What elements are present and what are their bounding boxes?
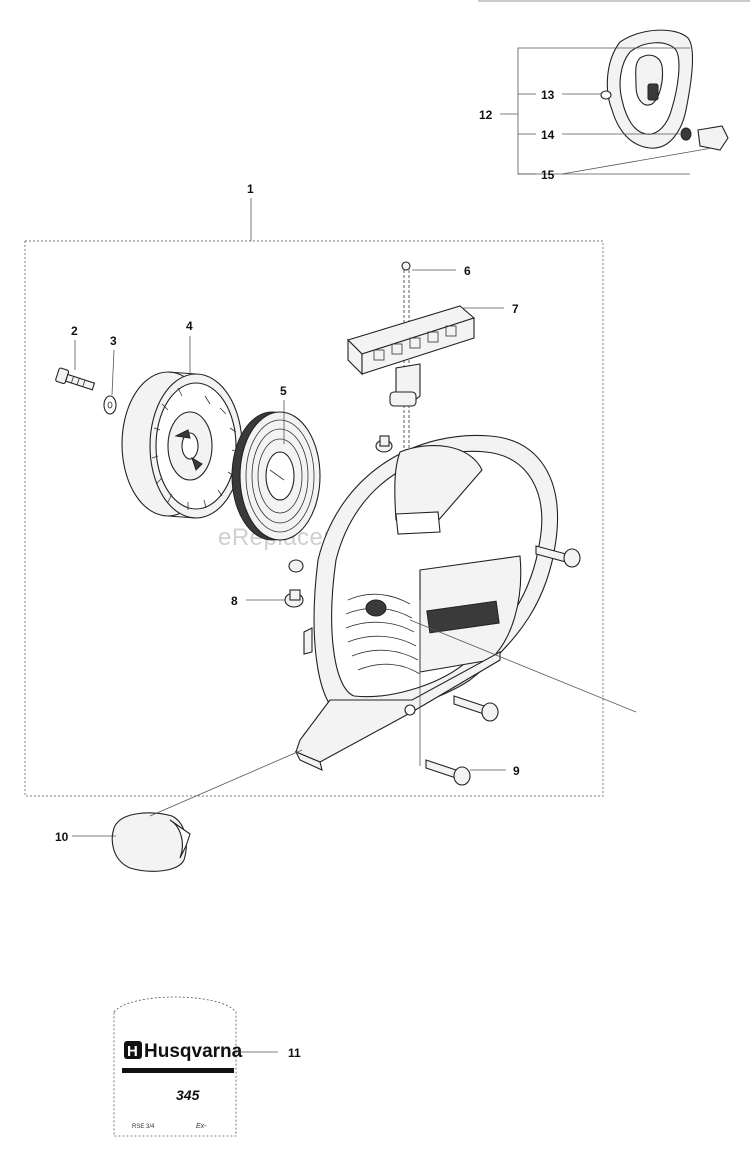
callout-12: 12 [479,108,493,122]
callout-6: 6 [464,264,471,278]
part-10-cover [111,812,191,872]
starter-housing [294,434,558,771]
husqvarna-logo: H Husqvarna [124,1041,243,1062]
part-5-spring [231,411,321,541]
leader-15-b [561,147,713,175]
callout-15: 15 [541,168,555,182]
assembly-frame [24,240,604,797]
part-4-pulley [121,371,243,519]
callout-10: 10 [55,830,69,844]
svg-text:H: H [127,1043,138,1060]
part-3-washer [103,395,117,415]
leader-3 [111,349,115,396]
callout-11: 11 [288,1046,301,1060]
part-9-screw-right [535,545,581,568]
handle-subassembly [600,29,729,151]
part-11-decal: H Husqvarna 345 RSE 3/4 Ex- [113,996,243,1137]
part-8-sleeve-mid [288,559,304,573]
leader-housing-right [409,619,637,713]
callout-9: 9 [513,764,520,778]
part-9-screw-mid [453,695,499,722]
decal-small-print-left: RSE 3/4 [132,1124,155,1130]
decal-stripe [122,1068,234,1073]
leader-12-bracket [517,47,690,175]
part-2-bolt [55,367,96,391]
decal-small-print-right: Ex- [196,1123,207,1130]
part-9-screw-lower [425,759,471,786]
callout-8: 8 [231,594,238,608]
callout-4: 4 [186,319,193,333]
callout-7: 7 [512,302,519,316]
part-7-handle [346,305,476,407]
decal-brand: Husqvarna [144,1041,243,1062]
decal-model-mark: 345 [176,1087,200,1103]
callout-5: 5 [280,384,287,398]
part-8-sleeve-upper [375,435,393,453]
callout-2: 2 [71,324,78,338]
callout-1: 1 [247,182,254,196]
callout-14: 14 [541,128,555,142]
callout-13: 13 [541,88,555,102]
callout-3: 3 [110,334,117,348]
part-8-sleeve [284,589,304,608]
leader-10-b [149,749,303,817]
